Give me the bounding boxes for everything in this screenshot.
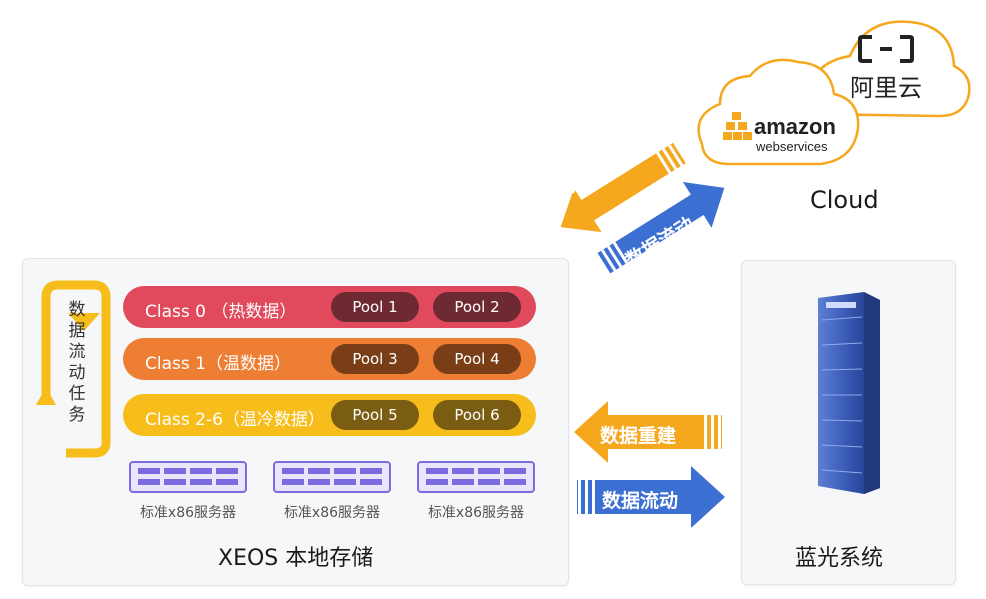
class-0-label: Class 0 （热数据） (145, 302, 297, 322)
pool-4: Pool 4 (433, 344, 521, 374)
pool-3: Pool 3 (331, 344, 419, 374)
server-icon (129, 461, 247, 493)
server-rack-icon (818, 292, 880, 494)
amazon-label: amazon (754, 114, 836, 139)
pool-1: Pool 1 (331, 292, 419, 322)
class-2-6-bar: Class 2-6（温冷数据） Pool 5 Pool 6 (123, 394, 536, 436)
cloud-flow-arrow-icon (597, 181, 725, 274)
cloud-label: Cloud (810, 186, 879, 214)
flow-task-label: 数据流动任务 (68, 300, 86, 425)
server-caption: 标准x86服务器 (139, 505, 237, 521)
local-storage-title: XEOS 本地存储 (218, 546, 374, 571)
pool-2: Pool 2 (433, 292, 521, 322)
flow-loop-icon (36, 280, 111, 458)
cloud-icon (697, 20, 971, 166)
pool-5: Pool 5 (331, 400, 419, 430)
class-2-6-label: Class 2-6（温冷数据） (145, 410, 325, 430)
bluray-rebuild-arrow-icon (574, 401, 722, 463)
aliyun-logo-icon (858, 35, 914, 63)
class-0-bar: Class 0 （热数据） Pool 1 Pool 2 (123, 286, 536, 328)
bluray-rebuild-label: 数据重建 (600, 425, 677, 447)
server-caption: 标准x86服务器 (283, 505, 381, 521)
class-1-label: Class 1（温数据） (145, 354, 291, 374)
pool-6: Pool 6 (433, 400, 521, 430)
aliyun-label: 阿里云 (850, 74, 922, 102)
aws-boxes-icon (723, 112, 752, 140)
bluray-flow-label: 数据流动 (602, 490, 679, 512)
server-icon (273, 461, 391, 493)
bluray-title: 蓝光系统 (795, 546, 884, 571)
class-1-bar: Class 1（温数据） Pool 3 Pool 4 (123, 338, 536, 380)
server-caption: 标准x86服务器 (427, 505, 525, 521)
bluray-flow-arrow-icon (577, 466, 725, 528)
cloud-rebuild-arrow-icon (560, 142, 686, 233)
server-icon (417, 461, 535, 493)
aws-services-label: webservices (756, 139, 828, 154)
